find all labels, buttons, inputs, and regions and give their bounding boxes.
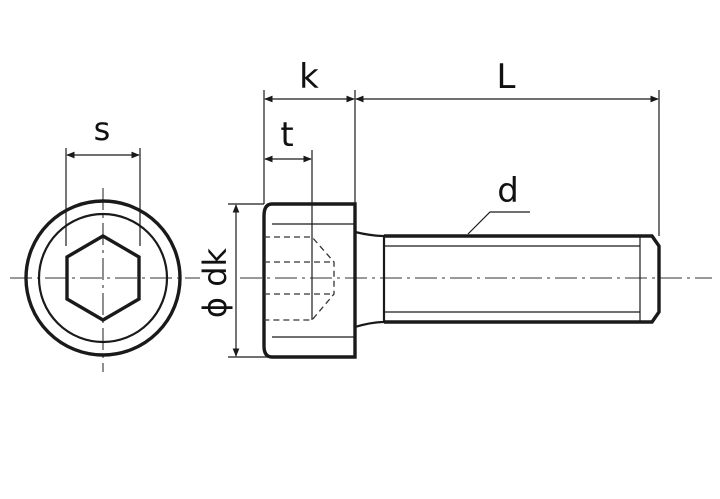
head-chamfer-circle	[37, 212, 169, 344]
t-label: t	[280, 115, 293, 155]
d-leader	[467, 211, 530, 235]
L-label: L	[497, 57, 516, 97]
end-view: s	[10, 110, 200, 372]
k-label: k	[299, 57, 319, 97]
socket-hidden-outline	[264, 236, 335, 321]
s-label: s	[94, 110, 111, 148]
head-outer-circle	[24, 199, 182, 357]
shank	[384, 234, 661, 324]
d-label: d	[497, 171, 519, 211]
side-view: k L t ϕ dk d	[196, 57, 712, 359]
screw-head	[262, 202, 357, 359]
neck-fillet	[354, 230, 386, 329]
dk-label: ϕ dk	[196, 247, 234, 318]
hex-socket	[65, 234, 141, 322]
